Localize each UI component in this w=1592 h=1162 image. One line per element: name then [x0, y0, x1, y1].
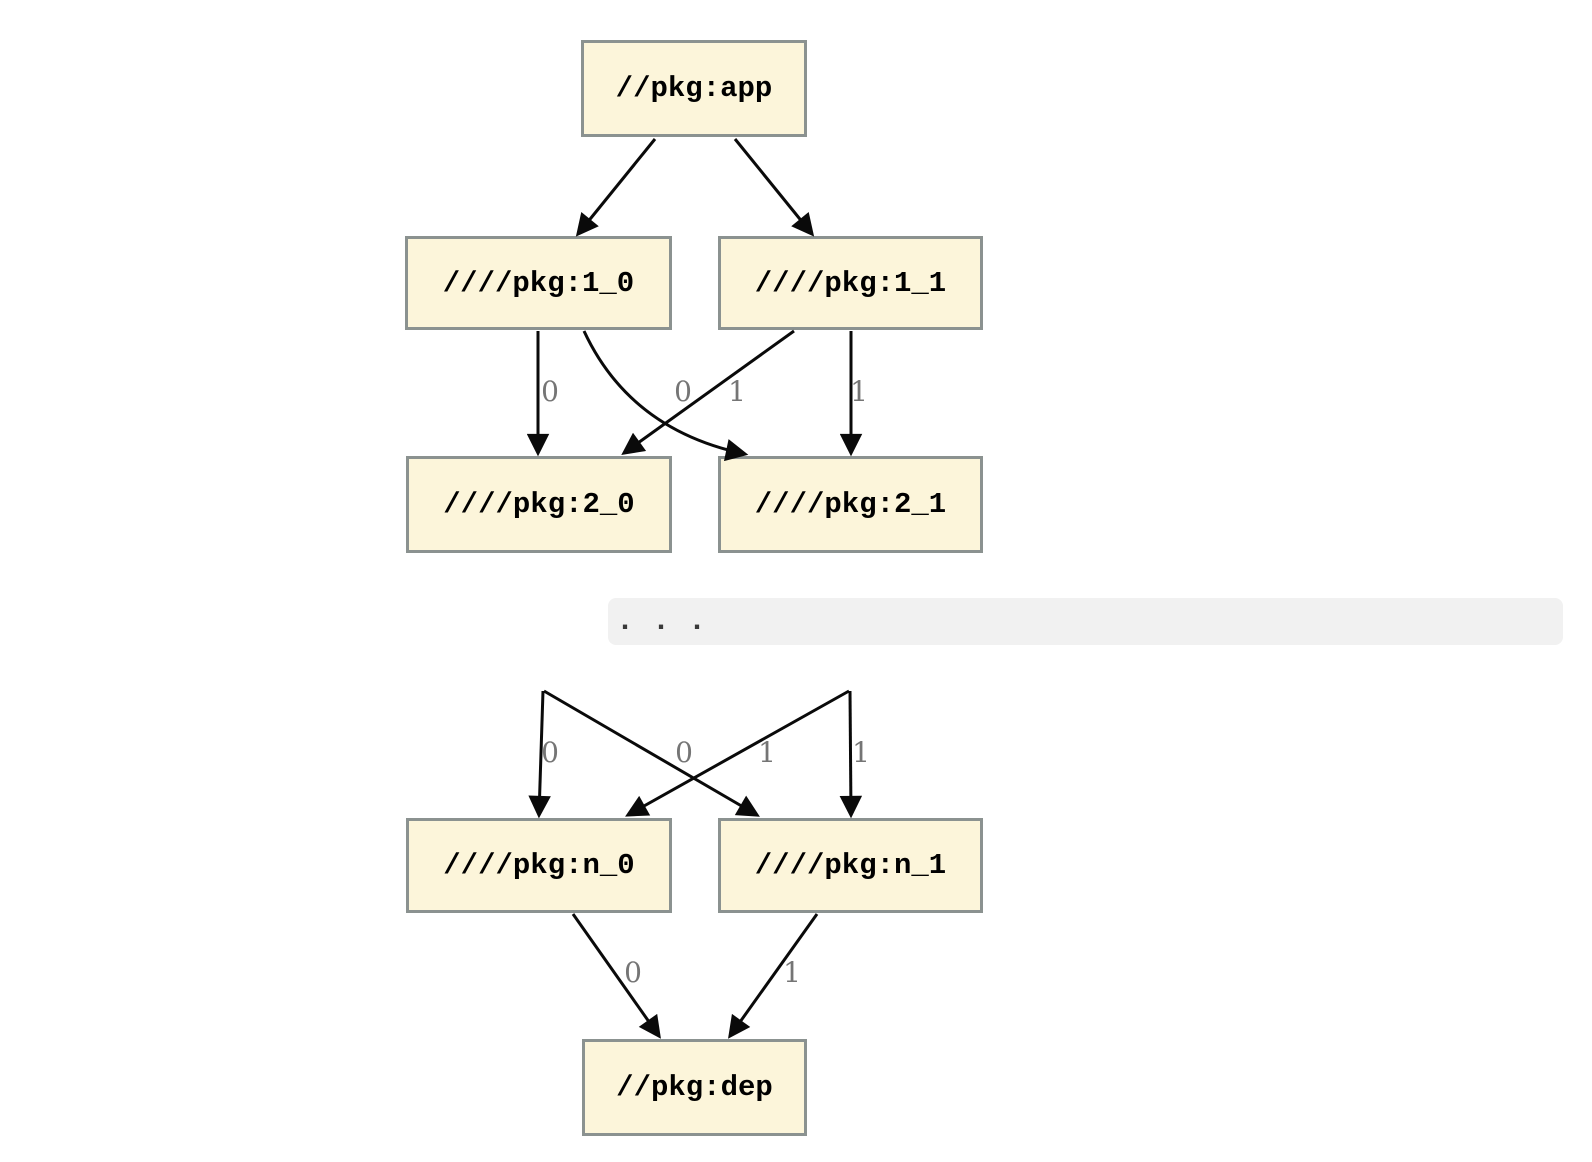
- edge-app-to-pkg-1_1: [733, 138, 815, 237]
- edge-pkg-n_1-to-dep: [728, 913, 819, 1039]
- edge-label: 1: [783, 956, 801, 989]
- edge-label: 1: [728, 375, 746, 408]
- node-pkg-1_1: ////pkg:1_1: [718, 236, 983, 330]
- edge-ellipsis-to-pkg-n_1: [543, 689, 760, 817]
- node-pkg-n_1: ////pkg:n_1: [718, 818, 983, 913]
- edge-label: 0: [624, 956, 642, 989]
- node-pkg-n_0: ////pkg:n_0: [406, 818, 672, 913]
- node-label: ////pkg:n_0: [443, 849, 635, 882]
- edge-label: 0: [674, 375, 692, 408]
- edge-label: 1: [850, 375, 868, 408]
- node-pkg-2_1: ////pkg:2_1: [718, 456, 983, 553]
- ellipsis-dots: . . .: [616, 604, 707, 639]
- ellipsis-band: . . .: [608, 598, 1563, 645]
- edge-label: 1: [758, 736, 776, 769]
- node-pkg-1_0: ////pkg:1_0: [405, 236, 672, 330]
- node-label: //pkg:app: [615, 72, 773, 105]
- edge-label: 1: [852, 736, 870, 769]
- edge-pkg-n_0-to-dep: [571, 913, 661, 1039]
- edge-app-to-pkg-1_0: [575, 138, 657, 237]
- edge-pkg-1_1-to-pkg-2_0: [621, 329, 795, 455]
- edge-ellipsis-to-pkg-n_0: [528, 690, 551, 819]
- node-label: ////pkg:1_0: [442, 266, 635, 300]
- node-label: ////pkg:n_1: [754, 849, 947, 882]
- node-label: ////pkg:2_0: [443, 488, 635, 521]
- edge-label: 0: [541, 375, 559, 408]
- node-app: //pkg:app: [581, 40, 807, 137]
- edge-label: 0: [541, 736, 559, 769]
- edge-ellipsis-to-pkg-n_1: [839, 690, 863, 819]
- edge-ellipsis-to-pkg-n_0: [625, 689, 850, 817]
- node-label: ////pkg:2_1: [754, 488, 947, 521]
- node-label: ////pkg:1_1: [754, 266, 947, 300]
- edge-pkg-1_0-to-pkg-2_1: [582, 330, 749, 462]
- node-label: //pkg:dep: [616, 1071, 773, 1104]
- node-dep: //pkg:dep: [582, 1039, 807, 1136]
- edge-label: 0: [675, 736, 693, 769]
- node-pkg-2_0: ////pkg:2_0: [406, 456, 672, 553]
